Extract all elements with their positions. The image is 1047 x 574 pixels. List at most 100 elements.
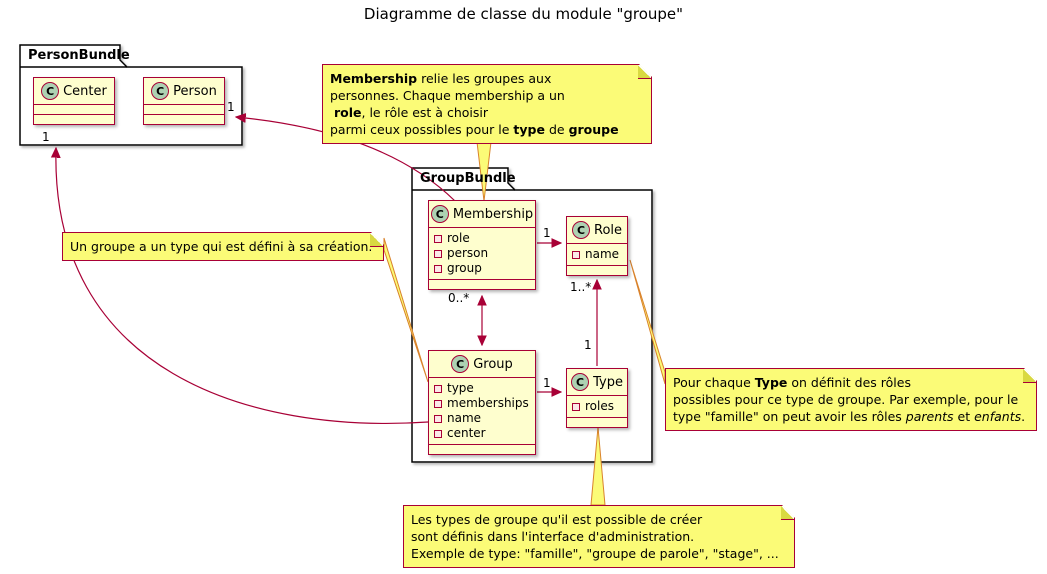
note-text-segment: Type xyxy=(754,375,788,390)
class-person-methods xyxy=(144,115,224,124)
class-membership-attributes: role person group xyxy=(429,228,535,280)
class-name: Membership xyxy=(452,206,534,222)
field-icon xyxy=(434,429,442,438)
class-group-methods xyxy=(429,445,535,454)
note-text-segment: Pour chaque xyxy=(673,375,755,390)
attribute-row: name xyxy=(434,411,530,426)
note-membership: Membership relie les groupes aux personn… xyxy=(322,64,652,144)
field-icon xyxy=(434,414,442,423)
class-name: Role xyxy=(594,222,623,238)
multiplicity-type-one: 1 xyxy=(584,338,592,352)
class-icon: C xyxy=(572,221,590,239)
note-group-type: Un groupe a un type qui est défini à sa … xyxy=(62,232,384,261)
attribute-row: group xyxy=(434,261,530,276)
note-text-segment: enfants xyxy=(974,409,1022,424)
class-person-title: C Person xyxy=(144,78,224,105)
note-line: sont définis dans l'interface d'administ… xyxy=(411,528,787,545)
attribute-label: name xyxy=(585,247,620,261)
package-label-groupbundle: GroupBundle xyxy=(420,171,516,186)
note-text-segment: Un groupe a un type qui est défini à sa … xyxy=(70,239,373,254)
multiplicity-group-type: 1 xyxy=(543,376,551,390)
attribute-row: type xyxy=(434,381,530,396)
class-membership: C Membership role person group xyxy=(428,200,536,290)
class-name: Center xyxy=(63,83,107,99)
class-name: Type xyxy=(593,374,623,390)
link-membership-person xyxy=(236,117,456,202)
note-text-segment: personnes. Chaque membership a un xyxy=(330,88,565,103)
class-icon: C xyxy=(151,82,170,100)
note-line: Un groupe a un type qui est défini à sa … xyxy=(70,238,376,255)
class-type-methods xyxy=(567,418,627,427)
note-text-segment: relie les groupes aux xyxy=(417,71,552,86)
multiplicity-membership-role: 1 xyxy=(543,226,551,240)
note-admin-types: Les types de groupe qu'il est possible d… xyxy=(403,505,795,568)
note-line: Exemple de type: "famille", "groupe de p… xyxy=(411,545,787,562)
note-text-segment: possibles pour ce type de groupe. Par ex… xyxy=(673,392,1019,407)
note-text-segment: type xyxy=(513,122,545,137)
class-icon: C xyxy=(571,373,590,391)
class-membership-methods xyxy=(429,280,535,289)
class-person: C Person xyxy=(143,77,225,125)
link-group-center xyxy=(56,148,429,425)
field-icon xyxy=(434,249,442,258)
note-text-segment: parmi ceux possibles pour le xyxy=(330,122,514,137)
attribute-label: memberships xyxy=(447,396,529,410)
note-text-segment: de xyxy=(544,122,569,137)
note-text-segment: et xyxy=(953,409,975,424)
package-label-personbundle: PersonBundle xyxy=(28,48,130,63)
note-line: Membership relie les groupes aux xyxy=(330,70,644,87)
note-text-segment: . xyxy=(1021,409,1026,424)
class-group: C Group type memberships name center xyxy=(428,350,536,455)
multiplicity-group-membership: 0..* xyxy=(448,291,470,305)
note-type-roles: Pour chaque Type on définit des rôles po… xyxy=(665,368,1037,431)
multiplicity-center: 1 xyxy=(42,130,50,144)
note-text-segment: , le rôle est à choisir xyxy=(361,105,488,120)
class-type-title: C Type xyxy=(567,369,627,396)
multiplicity-role-many: 1..* xyxy=(570,280,592,294)
class-group-title: C Group xyxy=(429,351,535,378)
attribute-label: type xyxy=(447,381,474,395)
note-line: possibles pour ce type de groupe. Par ex… xyxy=(673,391,1029,408)
note-text-segment: Exemple de type: "famille", "groupe de p… xyxy=(411,546,779,561)
field-icon xyxy=(434,399,442,408)
note-text-segment: Membership xyxy=(330,71,418,86)
attribute-row: name xyxy=(572,247,622,262)
note-text-segment: parents xyxy=(905,409,954,424)
note-text-segment: groupe xyxy=(568,122,619,137)
attribute-label: roles xyxy=(585,399,614,413)
class-role-methods xyxy=(567,266,627,275)
class-name: Person xyxy=(173,83,217,99)
note-connector-group xyxy=(383,237,429,383)
note-text-segment: type "famille" on peut avoir les rôles xyxy=(673,409,906,424)
class-center-attributes xyxy=(34,105,114,115)
note-line: Les types de groupe qu'il est possible d… xyxy=(411,511,787,528)
multiplicity-person: 1 xyxy=(227,100,235,114)
class-icon: C xyxy=(451,355,470,373)
field-icon xyxy=(572,402,580,411)
class-center-methods xyxy=(34,115,114,124)
note-text-segment: Les types de groupe qu'il est possible d… xyxy=(411,512,703,527)
class-type: C Type roles xyxy=(566,368,628,428)
class-role-title: C Role xyxy=(567,217,627,244)
attribute-label: group xyxy=(447,261,482,275)
class-icon: C xyxy=(430,205,449,223)
class-person-attributes xyxy=(144,105,224,115)
class-center: C Center xyxy=(33,77,115,125)
field-icon xyxy=(434,234,442,243)
diagram-title: Diagramme de classe du module "groupe" xyxy=(363,5,684,23)
note-line: type "famille" on peut avoir les rôles p… xyxy=(673,408,1029,425)
class-name: Group xyxy=(473,356,513,372)
note-text-segment: role xyxy=(333,105,362,120)
note-line: role, le rôle est à choisir xyxy=(330,104,644,121)
attribute-label: center xyxy=(447,426,486,440)
attribute-label: person xyxy=(447,246,489,260)
attribute-row: role xyxy=(434,231,530,246)
field-icon xyxy=(434,264,442,273)
field-icon xyxy=(572,250,580,259)
attribute-label: name xyxy=(447,411,482,425)
attribute-row: memberships xyxy=(434,396,530,411)
class-type-attributes: roles xyxy=(567,396,627,418)
note-line: personnes. Chaque membership a un xyxy=(330,87,644,104)
attribute-label: role xyxy=(447,231,470,245)
